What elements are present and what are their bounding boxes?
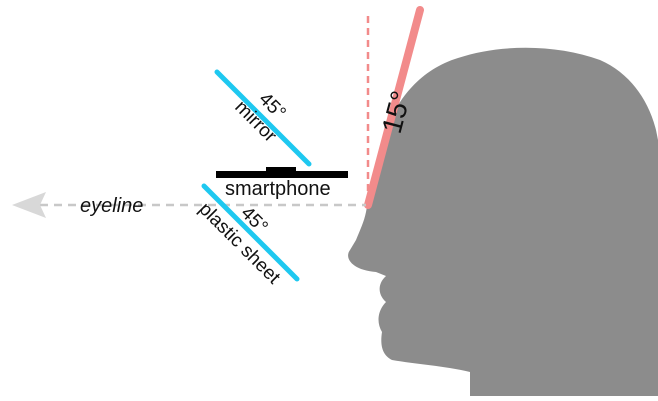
tilt-line bbox=[364, 6, 424, 209]
smartphone-nub bbox=[266, 167, 296, 172]
plastic-sheet-label: plastic sheet bbox=[194, 199, 284, 289]
head-silhouette bbox=[348, 47, 658, 397]
smartphone-label: smartphone bbox=[225, 178, 331, 200]
eyeline-label: eyeline bbox=[80, 195, 143, 217]
plastic-sheet-line bbox=[201, 183, 300, 282]
smartphone-bar bbox=[216, 171, 348, 178]
mirror-line bbox=[214, 69, 312, 167]
eyeline-arrowhead-icon bbox=[12, 192, 46, 218]
